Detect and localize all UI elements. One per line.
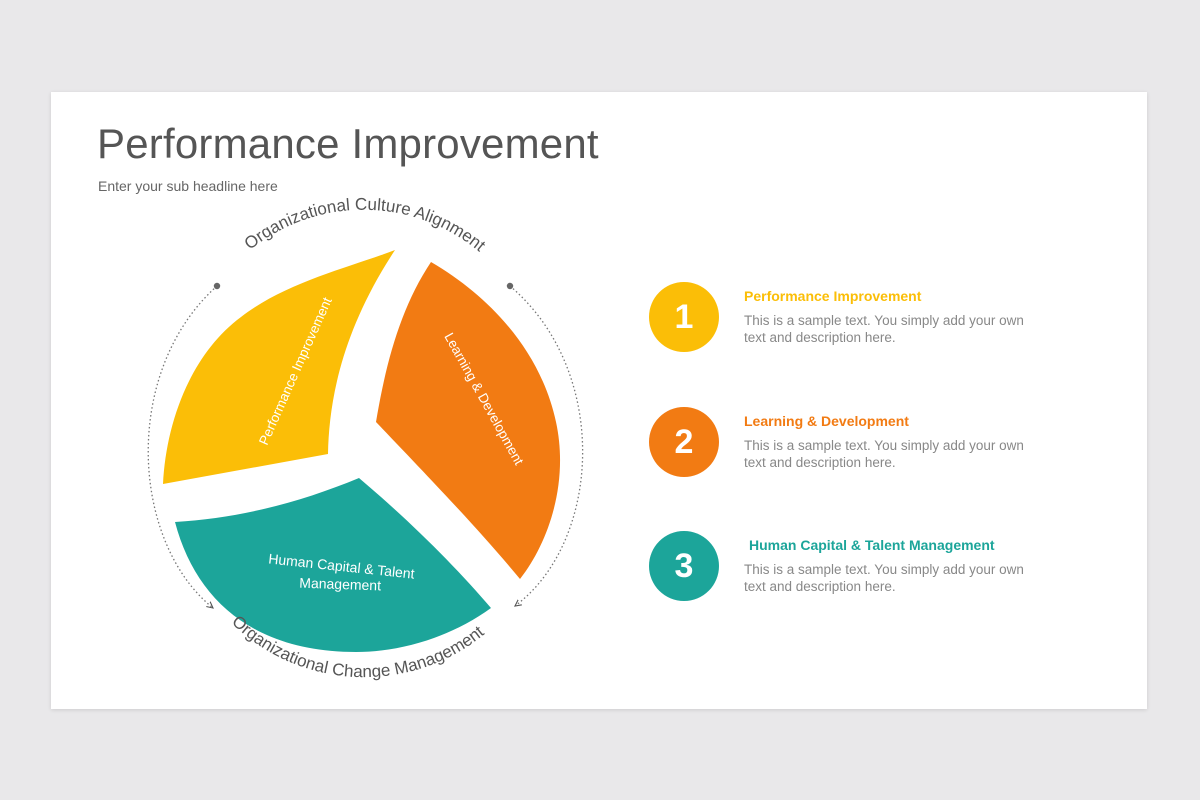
slide-title: Performance Improvement bbox=[97, 120, 599, 167]
legend-heading-1: Performance Improvement bbox=[744, 288, 922, 304]
legend-heading-3: Human Capital & Talent Management bbox=[749, 537, 995, 553]
slide: Performance Improvement Enter your sub h… bbox=[51, 92, 1147, 709]
legend-item-1: 1 Performance Improvement This is a samp… bbox=[649, 282, 1069, 362]
left-arc-dot bbox=[213, 282, 221, 290]
legend-text-3: This is a sample text. You simply add yo… bbox=[744, 562, 1024, 594]
legend-number-badge-2: 2 bbox=[649, 407, 719, 477]
legend-number-badge-1: 1 bbox=[649, 282, 719, 352]
right-dotted-arc bbox=[509, 285, 584, 606]
legend-number-badge-3: 3 bbox=[649, 531, 719, 601]
right-arc-dot bbox=[506, 282, 514, 290]
segment-learning-development[interactable] bbox=[376, 262, 561, 579]
legend-heading-2: Learning & Development bbox=[744, 413, 909, 429]
legend-text-2: This is a sample text. You simply add yo… bbox=[744, 438, 1024, 470]
cycle-diagram: Performance Improvement Learning & Devel… bbox=[147, 195, 584, 681]
legend-item-2: 2 Learning & Development This is a sampl… bbox=[649, 407, 1069, 487]
segment-label-human-capital-line2: Management bbox=[299, 575, 381, 594]
legend-item-3: 3 Human Capital & Talent Management This… bbox=[649, 531, 1069, 611]
segment-human-capital[interactable] bbox=[175, 478, 491, 652]
segment-performance-improvement[interactable] bbox=[163, 250, 395, 484]
arc-top-label: Organizational Culture Alignment bbox=[241, 195, 490, 256]
slide-subtitle: Enter your sub headline here bbox=[98, 178, 278, 194]
legend-text-1: This is a sample text. You simply add yo… bbox=[744, 313, 1024, 345]
